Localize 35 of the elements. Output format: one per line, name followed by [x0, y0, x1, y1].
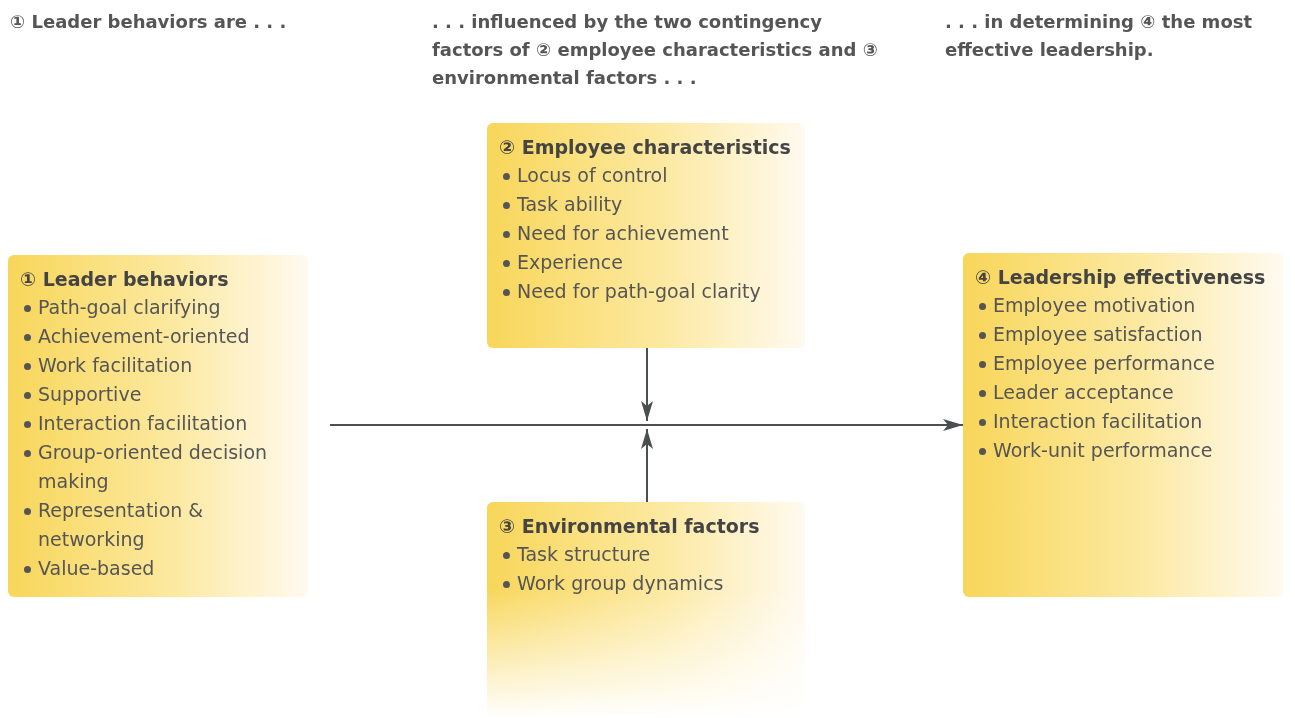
bullet-item: Need for achievement — [499, 219, 793, 248]
bullet-item: Work facilitation — [20, 351, 296, 380]
box-heading: ① Leader behaviors — [20, 267, 230, 292]
arrow — [641, 347, 653, 422]
header-note: . . . influenced by the two contingency factors of ② employee characteristics and ③ environmental factors . . . — [432, 10, 879, 90]
box-heading: ④ Leadership effectiveness — [975, 265, 1267, 290]
factor-box — [8, 255, 308, 597]
bullet-item: Locus of control — [499, 161, 793, 190]
bullet-item: Group-oriented decision making — [20, 438, 296, 496]
bullet-item: Achievement-oriented — [20, 322, 296, 351]
factor-box — [487, 123, 805, 348]
bullet-item: Supportive — [20, 380, 296, 409]
factor-box — [963, 253, 1283, 597]
bullet-item: Need for path-goal clarity — [499, 277, 793, 306]
bullet-item: Leader acceptance — [975, 378, 1271, 407]
bullet-item: Path-goal clarifying — [20, 293, 296, 322]
bullet-item: Value-based — [20, 554, 296, 583]
arrow — [329, 419, 964, 431]
bullet-item: Employee motivation — [975, 291, 1271, 320]
bullet-item: Interaction facilitation — [975, 407, 1271, 436]
factor-box — [487, 502, 805, 718]
bullet-item: Work-unit performance — [975, 436, 1271, 465]
box-heading: ② Employee characteristics — [499, 135, 792, 160]
bullet-item: Interaction facilitation — [20, 409, 296, 438]
header-note: . . . in determining ④ the most effective leadership. — [945, 10, 1254, 62]
box-heading: ③ Environmental factors — [499, 514, 761, 539]
bullet-item: Work group dynamics — [499, 569, 793, 598]
bullet-item: Experience — [499, 248, 793, 277]
bullet-item: Employee satisfaction — [975, 320, 1271, 349]
bullet-item: Representation & networking — [20, 496, 296, 554]
bullet-item: Task ability — [499, 190, 793, 219]
arrow — [641, 428, 653, 503]
bullet-item: Task structure — [499, 540, 793, 569]
header-note: ① Leader behaviors are . . . — [10, 10, 288, 34]
bullet-item: Employee performance — [975, 349, 1271, 378]
